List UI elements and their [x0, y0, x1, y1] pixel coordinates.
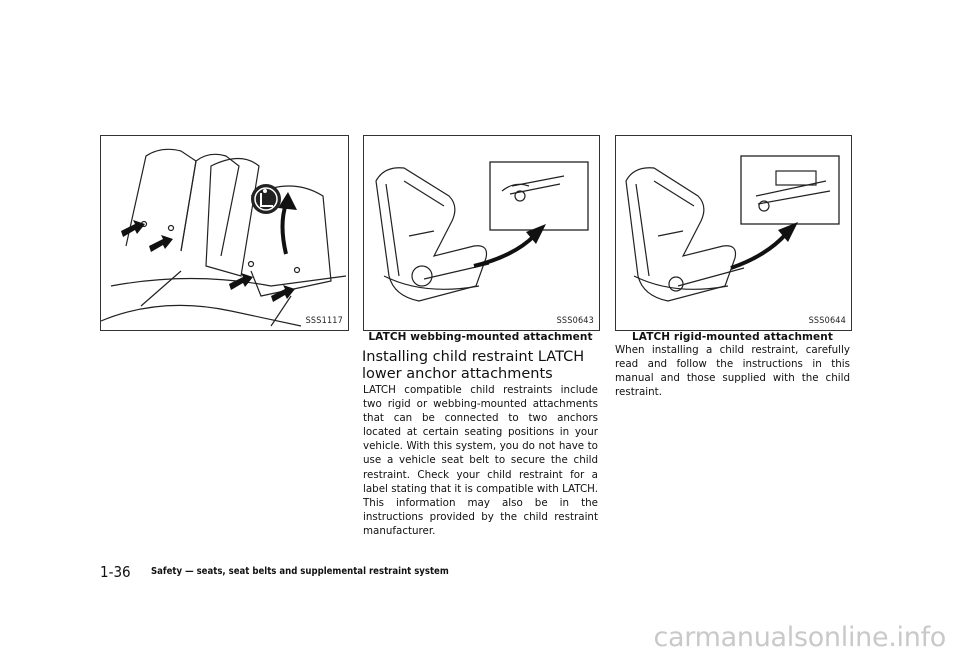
figure-caption: LATCH rigid-mounted attachment	[632, 331, 833, 343]
figure-code: SSS0644	[808, 316, 846, 326]
figure-seat-anchors: SSS1117	[100, 135, 349, 331]
seat-anchors-illustration	[101, 148, 347, 327]
figure-caption: LATCH webbing-mounted attachment	[368, 331, 593, 343]
page-number: 1-36	[100, 563, 131, 581]
rigid-attachment-illustration	[625, 155, 840, 302]
section-heading: Installing child restraint LATCH lower a…	[362, 349, 585, 382]
chapter-title: Safety — seats, seat belts and supplemen…	[151, 566, 449, 577]
webbing-attachment-illustration	[375, 161, 589, 302]
right-column-body: When installing a child restraint, caref…	[615, 344, 850, 399]
figure-code: SSS0643	[556, 316, 594, 326]
watermark: carmanualsonline.info	[653, 622, 947, 653]
section-body: LATCH compatible child restraints includ…	[363, 384, 598, 537]
figure-code: SSS1117	[305, 316, 343, 326]
figure-rigid-mounted: SSS0644	[615, 135, 852, 331]
figure-webbing-mounted: SSS0643	[363, 135, 600, 331]
